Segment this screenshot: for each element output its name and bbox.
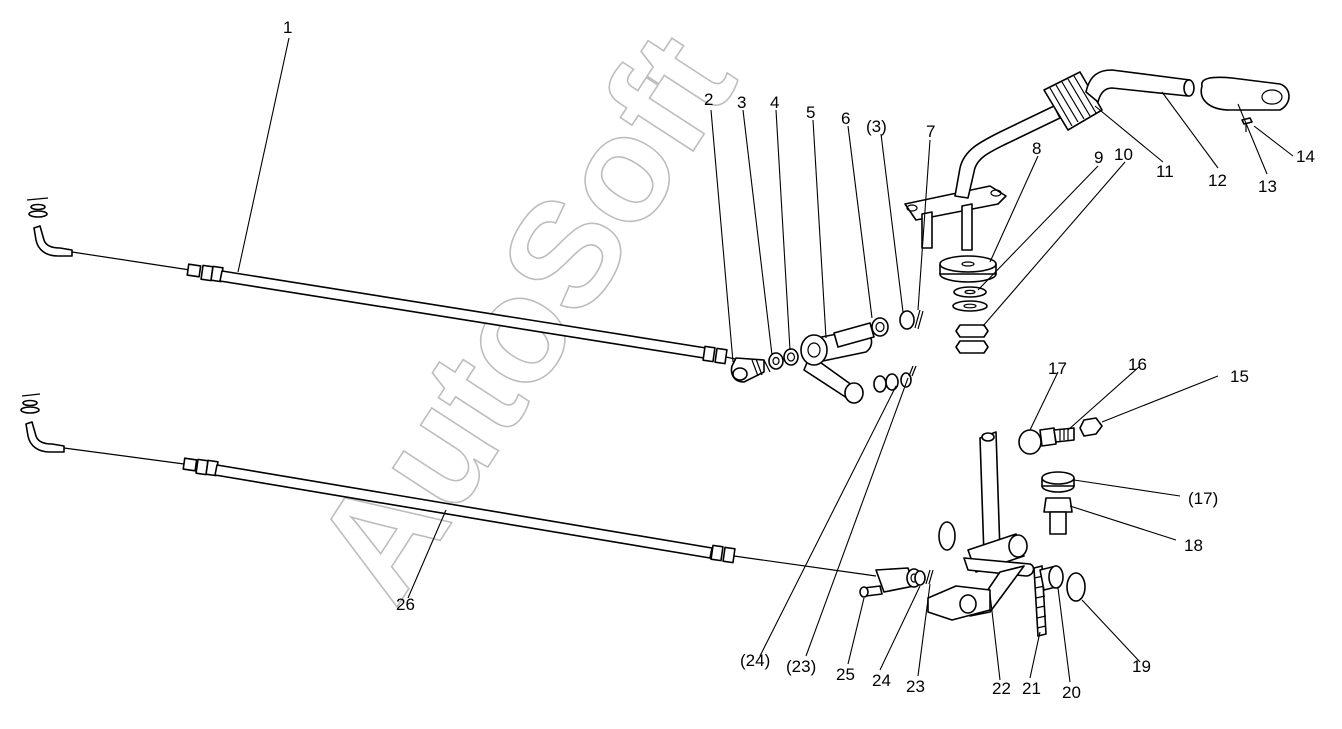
callout-8: 8 [1032,139,1041,158]
callout-13: 13 [1258,177,1277,196]
callout-17: 17 [1048,359,1067,378]
part-7-cotter-pin [914,309,924,330]
callout-26: 26 [396,595,415,614]
part-6-bushing [833,317,889,348]
lower-cable [20,393,877,577]
callout-18: 18 [1184,536,1203,555]
part-10-nut [955,324,989,354]
part-4-spacer [783,348,799,366]
callout-3: 3 [737,93,746,112]
callout-22: 22 [992,679,1011,698]
shift-lever-assembly [904,69,1290,354]
callout-24: 24 [872,671,891,690]
watermark: AutoSoft [281,5,767,627]
part-15-nut [1079,417,1103,437]
callout-3-ref: (3) [866,117,887,136]
part-22-relay-lever [927,431,1035,621]
callout-5: 5 [806,103,815,122]
callout-24-ref: (24) [740,651,770,670]
callout-20: 20 [1062,683,1081,702]
part-17b-bush [1041,471,1075,493]
callout-25: 25 [836,665,855,684]
part-16-bolt [1039,427,1075,447]
callout-14: 14 [1296,147,1315,166]
callout-11: 11 [1156,162,1174,181]
upper-cable [26,197,741,365]
part-8-pad [939,255,997,283]
part-19-circlip [1066,572,1086,602]
part-19-circlip-left [938,521,956,551]
part-12-lever-tube [1085,69,1191,103]
part-20-bush [1039,565,1064,591]
part-18-bolt [1043,497,1073,535]
callout-23: 23 [906,677,925,696]
callout-17-ref: (17) [1188,489,1218,508]
part-3-washer [768,352,784,370]
callout-15: 15 [1230,367,1249,386]
callout-23-ref: (23) [786,657,816,676]
callout-4: 4 [770,93,779,112]
callout-10: 10 [1114,145,1133,164]
callout-1: 1 [283,18,292,37]
part-13-knob [1200,76,1290,111]
callout-labels: 1 2 3 4 5 6 (3) 7 8 9 10 11 12 13 14 15 … [283,18,1315,702]
callout-7: 7 [926,122,935,141]
callout-9: 9 [1094,148,1103,167]
callout-21: 21 [1022,679,1041,698]
part-25-clevis [859,567,922,598]
part-3-washer-b [899,310,915,330]
part-9-washer [953,286,987,298]
callout-6: 6 [841,109,850,128]
part-17-bush [1018,429,1042,455]
part-23-cotter-pin [925,569,934,585]
callout-16: 16 [1128,355,1147,374]
callout-12: 12 [1208,171,1227,190]
part-2-clevis-end [730,357,771,383]
part-24-washer [914,570,926,586]
leader-lines [237,37,1294,683]
callout-19: 19 [1132,657,1151,676]
callout-2: 2 [704,90,713,109]
